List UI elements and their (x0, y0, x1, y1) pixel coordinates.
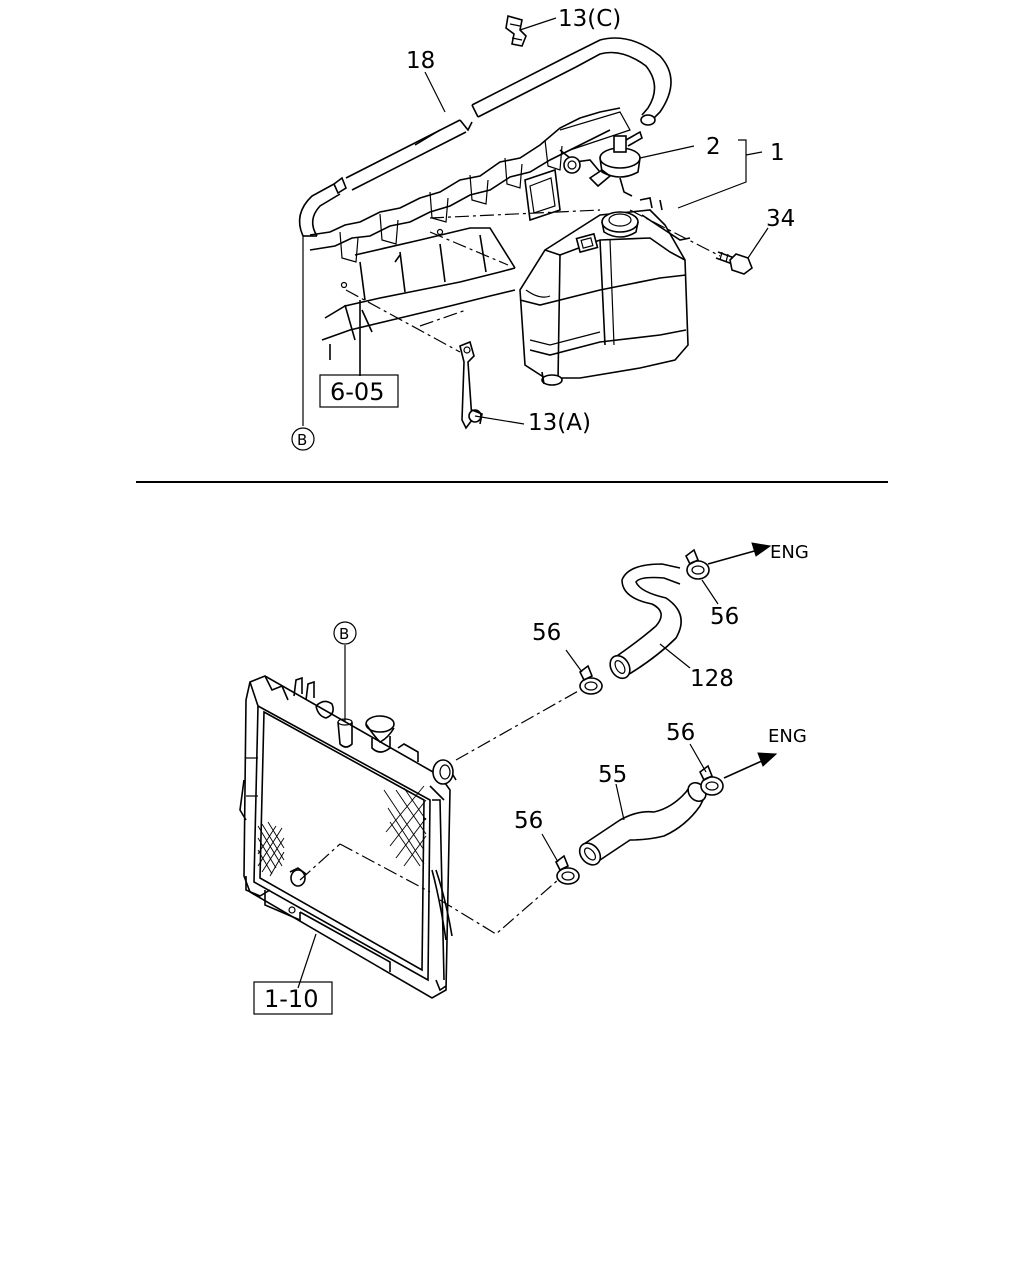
frame-structure (309, 107, 631, 376)
upper-assembly (298, 14, 769, 430)
callout-128: 128 (690, 666, 734, 692)
radiator-core-hatch-right (383, 785, 427, 867)
clamp-56-upper-right (684, 548, 710, 580)
callout-56-lower-right: 56 (666, 720, 695, 746)
ref-box-1-10-label: 1-10 (264, 985, 318, 1013)
lower-radiator-hose (578, 781, 707, 866)
connector-b-bottom: B (333, 621, 357, 645)
callout-56-upper-right: 56 (710, 604, 739, 630)
eng-label-lower: ENG (768, 726, 807, 747)
lower-assembly (239, 542, 778, 999)
bracket-13a (459, 340, 483, 430)
eng-arrow-upper (707, 542, 772, 565)
callout-56-lower-left: 56 (514, 808, 543, 834)
eng-label-upper: ENG (770, 542, 809, 563)
callout-13a: 13(A) (528, 410, 591, 436)
callout-13c: 13(C) (558, 6, 621, 32)
clamp-56-lower-left (554, 854, 580, 885)
connector-b-bottom-label: B (339, 625, 349, 643)
eng-arrow-lower (723, 752, 778, 779)
callout-18: 18 (406, 48, 435, 74)
callout-1: 1 (770, 140, 785, 166)
ref-box-6-05: 6-05 (319, 374, 399, 408)
upper-radiator-hose (609, 563, 682, 680)
callout-55: 55 (598, 762, 627, 788)
radiator (239, 675, 457, 999)
connector-b-top-label: B (297, 431, 307, 449)
reservoir-cap (588, 130, 643, 197)
radiator-core-hatch-left (257, 821, 285, 877)
callout-56-upper-left: 56 (532, 620, 561, 646)
ref-box-1-10: 1-10 (253, 981, 333, 1015)
clamp-56-upper-left (578, 664, 603, 695)
reservoir-tank (519, 197, 691, 386)
overflow-hose (298, 37, 672, 237)
callout-34: 34 (766, 206, 795, 232)
callout-2: 2 (706, 134, 721, 160)
bolt-34 (715, 251, 753, 275)
clip-13c (505, 14, 527, 47)
ref-box-6-05-label: 6-05 (330, 378, 384, 406)
connector-b-top: B (291, 427, 315, 451)
clamp-56-lower-right (698, 764, 724, 796)
